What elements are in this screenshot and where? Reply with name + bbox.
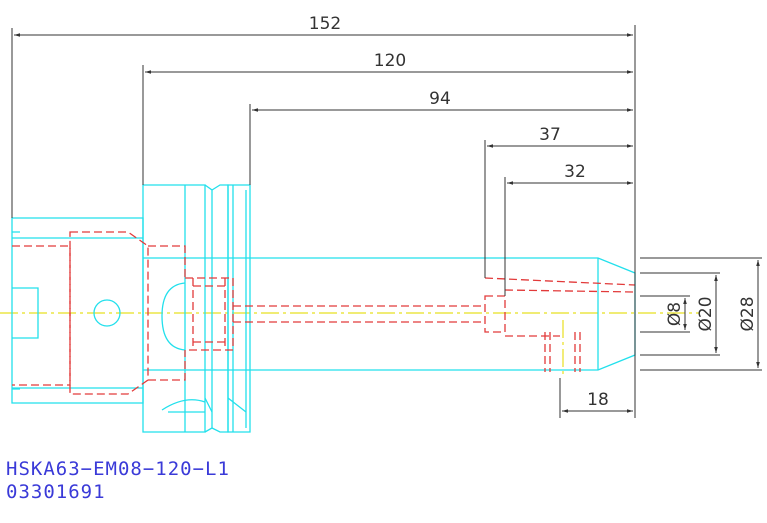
hidden-lines — [12, 231, 636, 395]
dim-18: 18 — [587, 390, 609, 410]
dim-dia8: Ø8 — [665, 302, 685, 326]
part-number-label: 03301691 — [6, 481, 106, 503]
holder-outline — [11, 184, 636, 433]
dimension-lines — [11, 25, 762, 418]
dim-120: 120 — [374, 51, 406, 71]
dim-37: 37 — [539, 125, 561, 145]
dim-94: 94 — [429, 89, 451, 109]
dim-32: 32 — [564, 162, 586, 182]
dim-152: 152 — [309, 14, 341, 34]
part-code-label: HSKA63−EM08−120−L1 — [6, 458, 230, 480]
dim-dia28: Ø28 — [738, 296, 758, 331]
dim-dia20: Ø20 — [696, 296, 716, 331]
